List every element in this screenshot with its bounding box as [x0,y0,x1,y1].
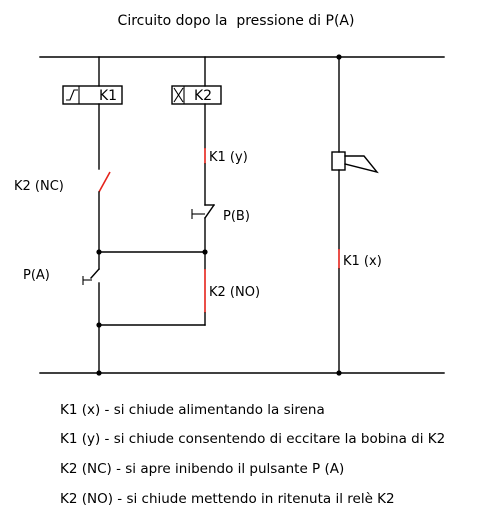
coil-k1-label: K1 [99,88,117,104]
siren [331,151,379,174]
contact-k2-nc [98,171,111,193]
legend-line-2: K1 (y) - si chiude consentendo di eccita… [60,431,446,447]
delayed-coil-icon [66,89,78,101]
legend-line-3: K2 (NC) - si apre inibendo il pulsante P… [60,461,345,477]
junction-node [202,249,208,255]
contact-k2-no-label: K2 (NO) [209,285,260,300]
junction-node [336,370,342,376]
contact-k2-nc-label: K2 (NC) [14,179,64,194]
horn-icon [331,151,346,171]
pushbutton-pb [191,204,215,219]
junction-node [96,370,102,376]
legend-line-4: K2 (NO) - si chiude mettendo in ritenuta… [60,491,395,507]
x-coil-icon [173,87,184,103]
coil-k1: K1 [62,85,123,105]
legend-line-1: K1 (x) - si chiude alimentando la sirena [60,402,325,418]
diagram-title: Circuito dopo la pressione di P(A) [118,13,355,29]
pushbutton-pa-label: P(A) [23,268,50,283]
coil-k2-label: K2 [194,88,212,104]
contact-k1-y-label: K1 (y) [209,150,248,165]
pushbutton-pb-label: P(B) [223,209,250,224]
junction-node [336,54,342,60]
pushbutton-pa [82,268,100,285]
contact-k1-x-label: K1 (x) [343,254,382,269]
coil-k2: K2 [171,85,222,105]
